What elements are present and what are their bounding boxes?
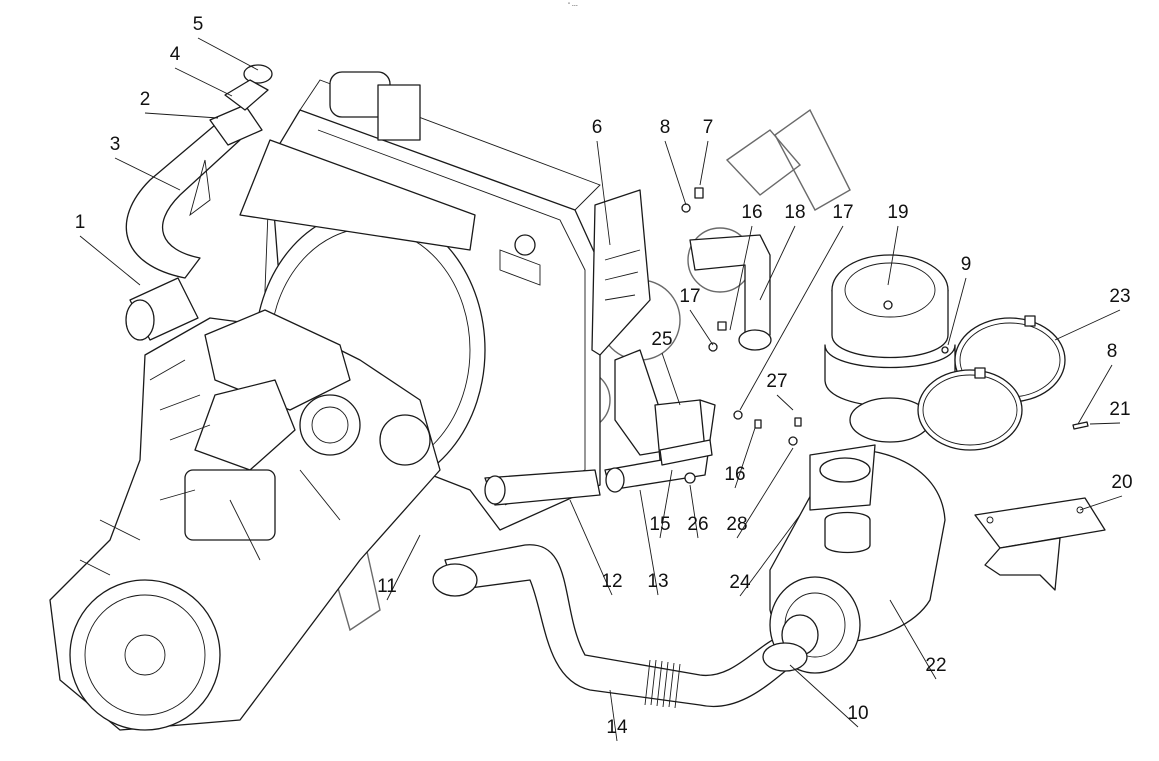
callout-leader-2 [144,112,219,119]
callout-leader-9 [947,277,967,346]
support-bracket-6 [591,189,651,356]
callout-leader-4 [174,67,233,97]
callout-label-8: 8 [1107,341,1118,362]
clamp-rings-9-23 [917,315,1066,451]
callout-leader-27 [776,394,794,411]
callout-label-21: 21 [1109,399,1130,420]
callout-label-22: 22 [925,655,946,676]
callout-label-4: 4 [170,44,181,65]
callout-label-26: 26 [687,514,708,535]
callout-label-27: 27 [766,371,787,392]
intake-pipe-left [125,64,273,341]
callout-label-11: 11 [377,576,397,597]
callout-leader-16 [734,427,756,489]
callout-leader-14 [609,689,618,742]
callout-label-9: 9 [961,254,972,275]
air-filter-cover-19 [824,254,956,443]
callout-label-2: 2 [140,89,151,110]
callout-label-6: 6 [592,117,603,138]
callout-leader-3 [114,157,181,191]
callout-leader-16 [729,225,753,331]
callout-label-18: 18 [784,202,805,223]
callout-leader-19 [887,225,899,286]
callout-label-23: 23 [1109,286,1130,307]
callout-label-12: 12 [601,571,622,592]
callout-label-19: 19 [887,202,908,223]
callout-leader-7 [699,140,709,186]
callout-label-3: 3 [110,134,121,155]
callout-label-17: 17 [832,202,853,223]
top-caption: " --- [568,3,578,9]
callout-label-28: 28 [726,514,747,535]
bracket-20 [974,497,1106,591]
callout-label-24: 24 [729,572,751,593]
callout-label-1: 1 [75,212,86,233]
callout-leader-17 [739,225,844,411]
callout-label-7: 7 [703,117,714,138]
callout-label-5: 5 [193,14,204,35]
callout-leader-23 [1054,309,1121,341]
callout-leader-15 [659,469,673,539]
callout-leader-11 [386,534,421,601]
fasteners [681,187,1089,484]
callout-leader-5 [197,37,259,71]
callout-label-15: 15 [649,514,670,535]
callout-label-8: 8 [660,117,671,138]
callout-leader-8 [664,140,687,206]
callout-label-14: 14 [606,717,628,738]
engine-block [49,309,441,731]
callout-leader-17 [689,309,714,346]
callout-leader-18 [759,225,796,301]
callout-leader-20 [1079,495,1123,511]
callout-leader-24 [739,514,801,597]
callout-label-20: 20 [1111,472,1132,493]
callout-leader-21 [1089,422,1121,425]
callout-label-17: 17 [679,286,700,307]
callout-leader-6 [596,140,611,246]
callout-label-16: 16 [741,202,762,223]
clamp-10 [762,642,808,672]
callout-label-16: 16 [724,464,745,485]
callout-leader-12 [569,499,613,596]
pipe-16-18 [689,234,772,351]
callout-leader-1 [79,235,141,286]
bracket-15-25 [614,349,713,466]
callout-leader-28 [736,447,794,539]
callout-leader-10 [789,664,859,728]
callout-label-13: 13 [647,571,668,592]
callout-label-10: 10 [847,703,868,724]
pipe-14 [432,544,801,709]
air-filter-body-22 [769,444,946,674]
callout-leader-22 [889,599,937,680]
callout-label-25: 25 [651,329,672,350]
callout-leader-26 [689,484,699,539]
pipe-12-13 [484,399,716,506]
callout-leader-25 [661,352,681,406]
callout-leader-13 [639,489,659,596]
callout-leader-8 [1077,364,1113,425]
